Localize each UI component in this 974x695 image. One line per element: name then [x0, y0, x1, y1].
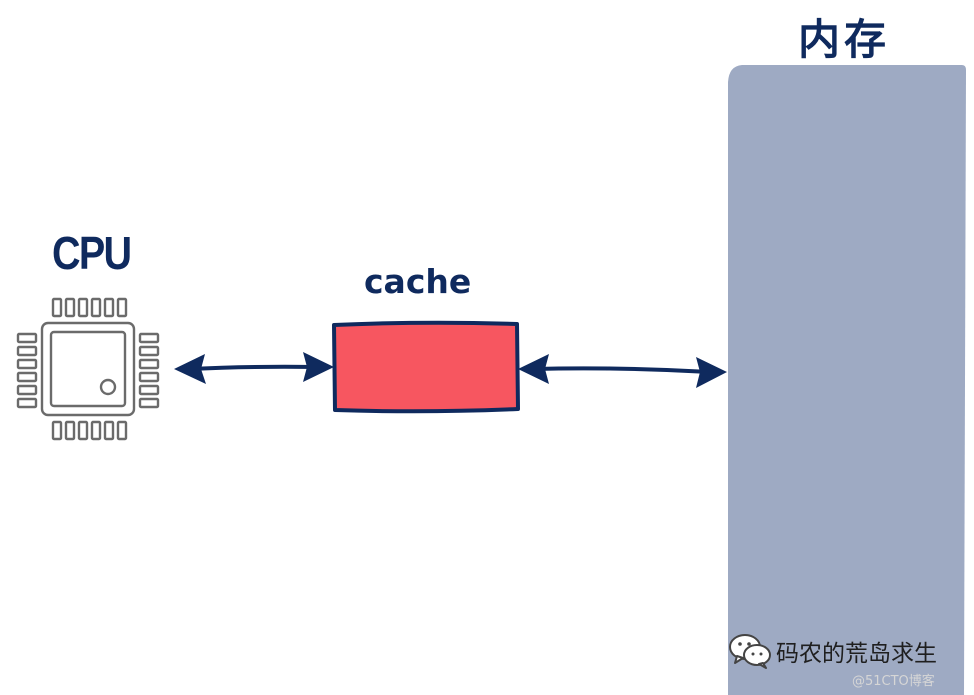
memory-label: 内存 — [798, 15, 891, 64]
cache-label: cache — [364, 262, 472, 301]
cache-memory-arrow — [518, 354, 727, 388]
memory-block — [728, 65, 966, 695]
watermark: 码农的荒岛求生 — [728, 632, 937, 670]
watermark-source: @51CTO博客 — [852, 674, 935, 689]
cpu-cache-arrow — [174, 352, 334, 384]
cache-block — [332, 320, 520, 414]
watermark-account-name: 码农的荒岛求生 — [776, 641, 937, 667]
wechat-icon — [729, 634, 771, 669]
cpu-label: CPU — [52, 227, 132, 279]
cpu-chip-icon — [16, 297, 160, 441]
